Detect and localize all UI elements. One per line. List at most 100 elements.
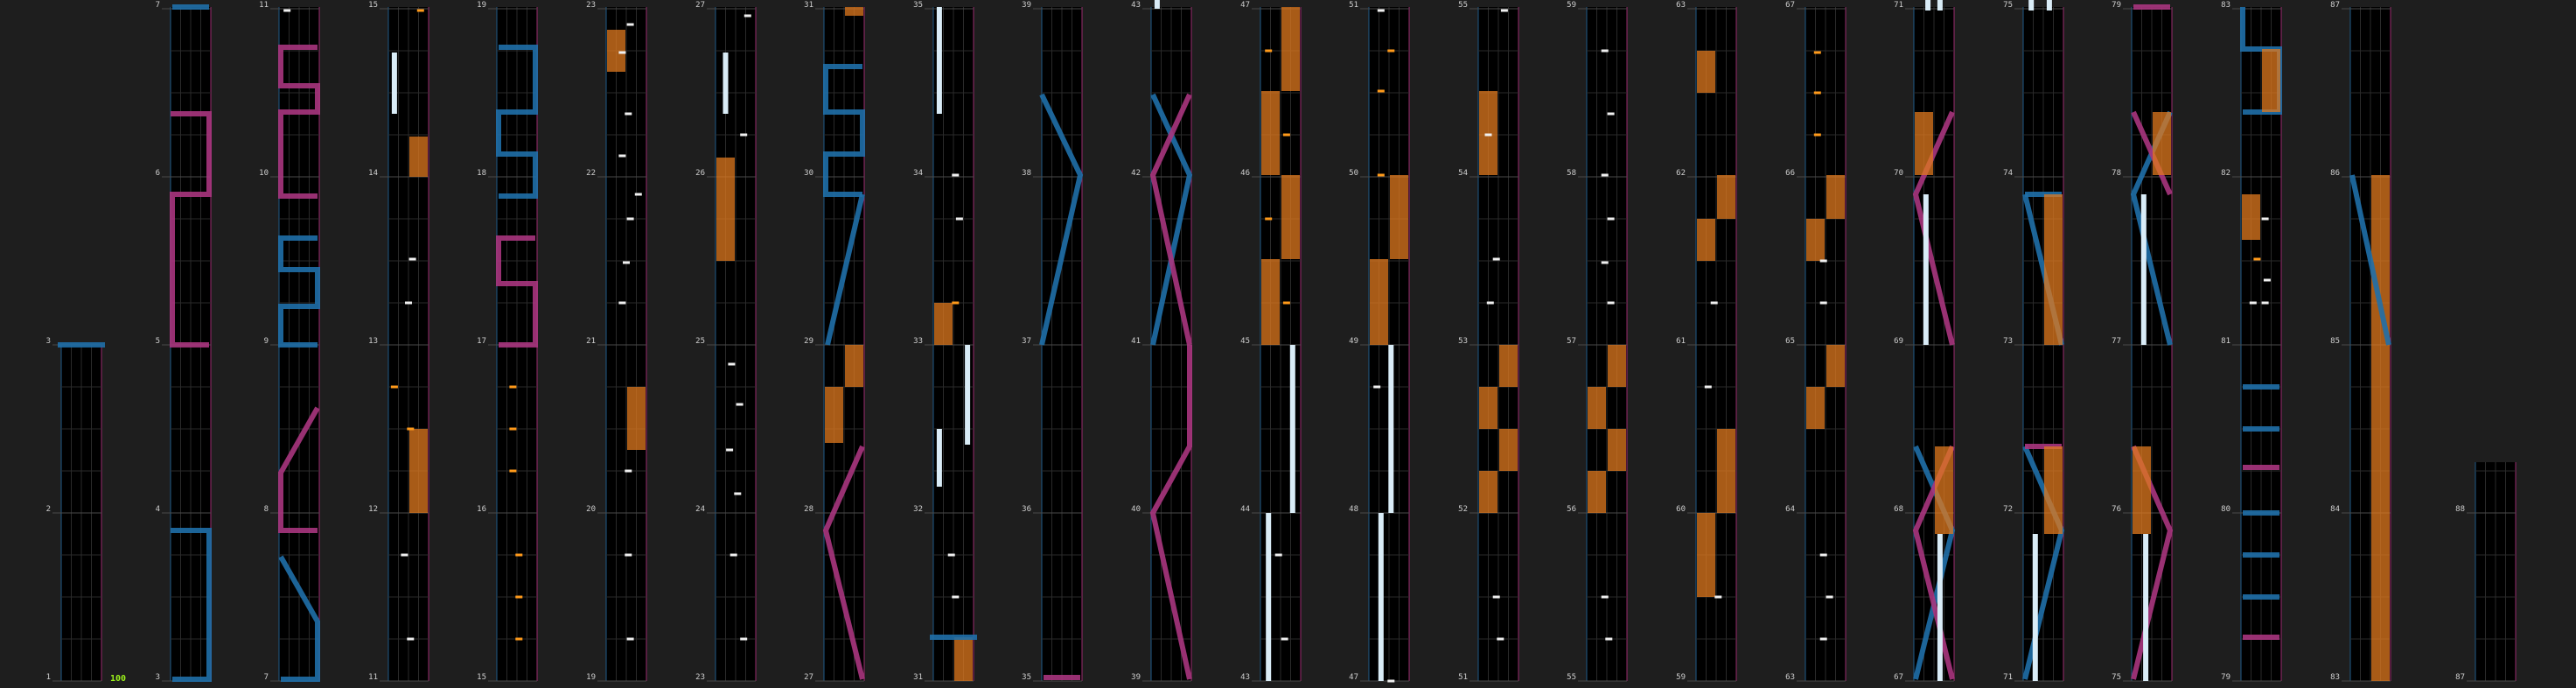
measure-number: 47 <box>1349 673 1358 682</box>
tap-note <box>1484 133 1492 137</box>
measure-number: 15 <box>368 1 378 10</box>
measure-number: 56 <box>1567 505 1576 514</box>
tap-note <box>618 154 626 158</box>
tap-note <box>1813 51 1821 54</box>
long-note <box>1154 0 1160 9</box>
measure-number: 63 <box>1785 673 1795 682</box>
tap-note <box>1500 9 1508 12</box>
measure-number: 55 <box>1458 1 1468 10</box>
long-note <box>1378 513 1384 681</box>
tap-note <box>2261 301 2269 305</box>
tap-note <box>734 492 742 495</box>
tap-note <box>618 301 626 305</box>
slide-note <box>2349 174 2391 346</box>
tap-note <box>407 427 415 431</box>
tap-note <box>1819 301 1827 305</box>
measure-number: 74 <box>2003 169 2013 178</box>
hold-note <box>825 387 843 443</box>
hold-note <box>1281 7 1300 91</box>
hold-note <box>1806 387 1825 429</box>
measure-number: 70 <box>1894 169 1903 178</box>
tap-note <box>1373 385 1381 389</box>
hold-note <box>1697 51 1715 93</box>
measure-number: 3 <box>156 673 160 682</box>
hold-note <box>1370 259 1388 345</box>
measure-number: 86 <box>2330 169 2340 178</box>
measure-number: 81 <box>2221 337 2230 346</box>
tap-note <box>416 9 424 12</box>
hold-note <box>845 7 863 16</box>
long-note <box>1388 345 1394 513</box>
long-note <box>2046 0 2052 11</box>
measure-number: 77 <box>2112 337 2121 346</box>
measure-number: 6 <box>156 169 160 178</box>
measure-number: 44 <box>1240 505 1250 514</box>
measure-number: 5 <box>156 337 160 346</box>
tap-note <box>1492 595 1500 599</box>
tap-note <box>283 9 291 12</box>
measure-number: 28 <box>804 505 813 514</box>
measure-number: 11 <box>368 673 378 682</box>
measure-number: 67 <box>1785 1 1795 10</box>
tap-note <box>1605 637 1613 641</box>
tap-note <box>515 637 523 641</box>
long-note <box>2032 534 2038 681</box>
hold-note <box>1806 219 1825 261</box>
measure-number: 58 <box>1567 169 1576 178</box>
measure-number: 41 <box>1131 337 1141 346</box>
tap-note <box>730 553 737 557</box>
lane-columns <box>52 7 2517 682</box>
hold-note <box>2044 446 2063 534</box>
long-note <box>965 345 971 445</box>
measure-number: 65 <box>1785 337 1795 346</box>
tap-note <box>405 301 412 305</box>
measure-number: 29 <box>804 337 813 346</box>
slide-note <box>2131 110 2173 196</box>
long-note <box>391 53 397 114</box>
measure-number: 71 <box>2003 673 2013 682</box>
hold-note <box>1915 112 1933 175</box>
hold-note <box>1390 175 1408 259</box>
tap-note <box>1281 637 1288 641</box>
hold-note <box>934 303 953 345</box>
measure-number: 3 <box>46 337 51 346</box>
measure-number: 54 <box>1458 169 1468 178</box>
measure-number: 23 <box>695 673 705 682</box>
measure-number: 37 <box>1022 337 1031 346</box>
tap-note <box>618 51 626 54</box>
tap-note <box>1826 595 1833 599</box>
tap-note <box>509 427 517 431</box>
measure-number: 12 <box>368 505 378 514</box>
measure-number: 31 <box>804 1 813 10</box>
hold-note <box>716 158 735 261</box>
tap-note <box>401 553 408 557</box>
measure-number: 22 <box>586 169 596 178</box>
hold-note <box>1281 175 1300 259</box>
slide-note <box>278 406 320 533</box>
measure-number: 71 <box>1894 1 1903 10</box>
long-note <box>1925 0 1931 11</box>
measure-number: 18 <box>477 169 486 178</box>
tap-note <box>1819 259 1827 263</box>
long-note <box>1289 345 1295 513</box>
measure-number: 7 <box>156 1 160 10</box>
slide-note <box>823 64 865 197</box>
combo-counter: 100 <box>110 674 126 684</box>
measure-number: 24 <box>695 505 705 514</box>
measure-number: 39 <box>1131 673 1141 682</box>
hold-note <box>1717 429 1735 513</box>
tap-note <box>515 595 523 599</box>
hold-note <box>1261 259 1280 345</box>
measure-number: 42 <box>1131 169 1141 178</box>
tap-note <box>952 595 960 599</box>
tap-note <box>952 173 960 177</box>
measure-number: 79 <box>2112 1 2121 10</box>
measure-number: 68 <box>1894 505 1903 514</box>
measure-number: 19 <box>586 673 596 682</box>
hold-note <box>845 345 863 387</box>
measure-number: 83 <box>2221 1 2230 10</box>
measure-number: 47 <box>1240 1 1250 10</box>
measure-number: 76 <box>2112 505 2121 514</box>
measure-number: 61 <box>1676 337 1686 346</box>
